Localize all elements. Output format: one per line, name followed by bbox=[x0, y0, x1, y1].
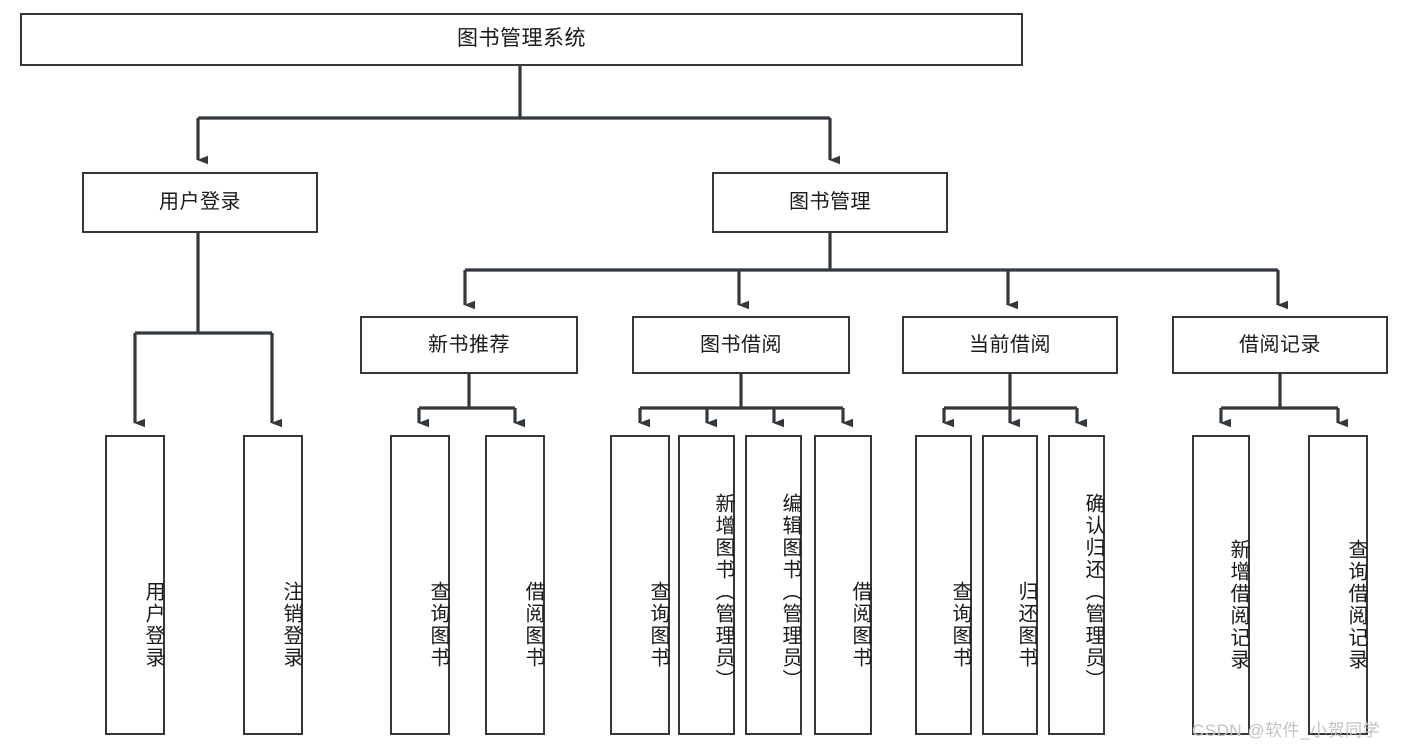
node-leaf-return-book[interactable]: 归还图书 bbox=[982, 435, 1038, 735]
csdn-watermark: CSDN @软件_小贺同学 bbox=[1192, 721, 1381, 740]
node-current-borrow[interactable]: 当前借阅 bbox=[902, 316, 1118, 374]
node-leaf-user-logout[interactable]: 注销登录 bbox=[243, 435, 303, 735]
node-leaf-query-book-rec[interactable]: 查询图书 bbox=[390, 435, 450, 735]
node-leaf-add-book[interactable]: 新增图书（管理员） bbox=[678, 435, 735, 735]
node-leaf-confirm-return[interactable]: 确认归还（管理员） bbox=[1048, 435, 1105, 735]
node-book-borrow[interactable]: 图书借阅 bbox=[632, 316, 850, 374]
node-borrow-record[interactable]: 借阅记录 bbox=[1172, 316, 1388, 374]
node-leaf-query-book-borrow[interactable]: 查询图书 bbox=[610, 435, 670, 735]
node-leaf-user-login[interactable]: 用户登录 bbox=[105, 435, 165, 735]
node-root[interactable]: 图书管理系统 bbox=[20, 13, 1023, 66]
node-leaf-borrow-book[interactable]: 借阅图书 bbox=[814, 435, 872, 735]
node-leaf-edit-book[interactable]: 编辑图书（管理员） bbox=[745, 435, 802, 735]
node-leaf-query-record[interactable]: 查询借阅记录 bbox=[1308, 435, 1368, 735]
node-leaf-query-book-current[interactable]: 查询图书 bbox=[915, 435, 972, 735]
node-book-manage[interactable]: 图书管理 bbox=[712, 172, 948, 233]
node-leaf-add-record[interactable]: 新增借阅记录 bbox=[1192, 435, 1250, 735]
node-user-login[interactable]: 用户登录 bbox=[82, 172, 318, 233]
node-new-book-rec[interactable]: 新书推荐 bbox=[360, 316, 578, 374]
node-leaf-borrow-book-rec[interactable]: 借阅图书 bbox=[485, 435, 545, 735]
